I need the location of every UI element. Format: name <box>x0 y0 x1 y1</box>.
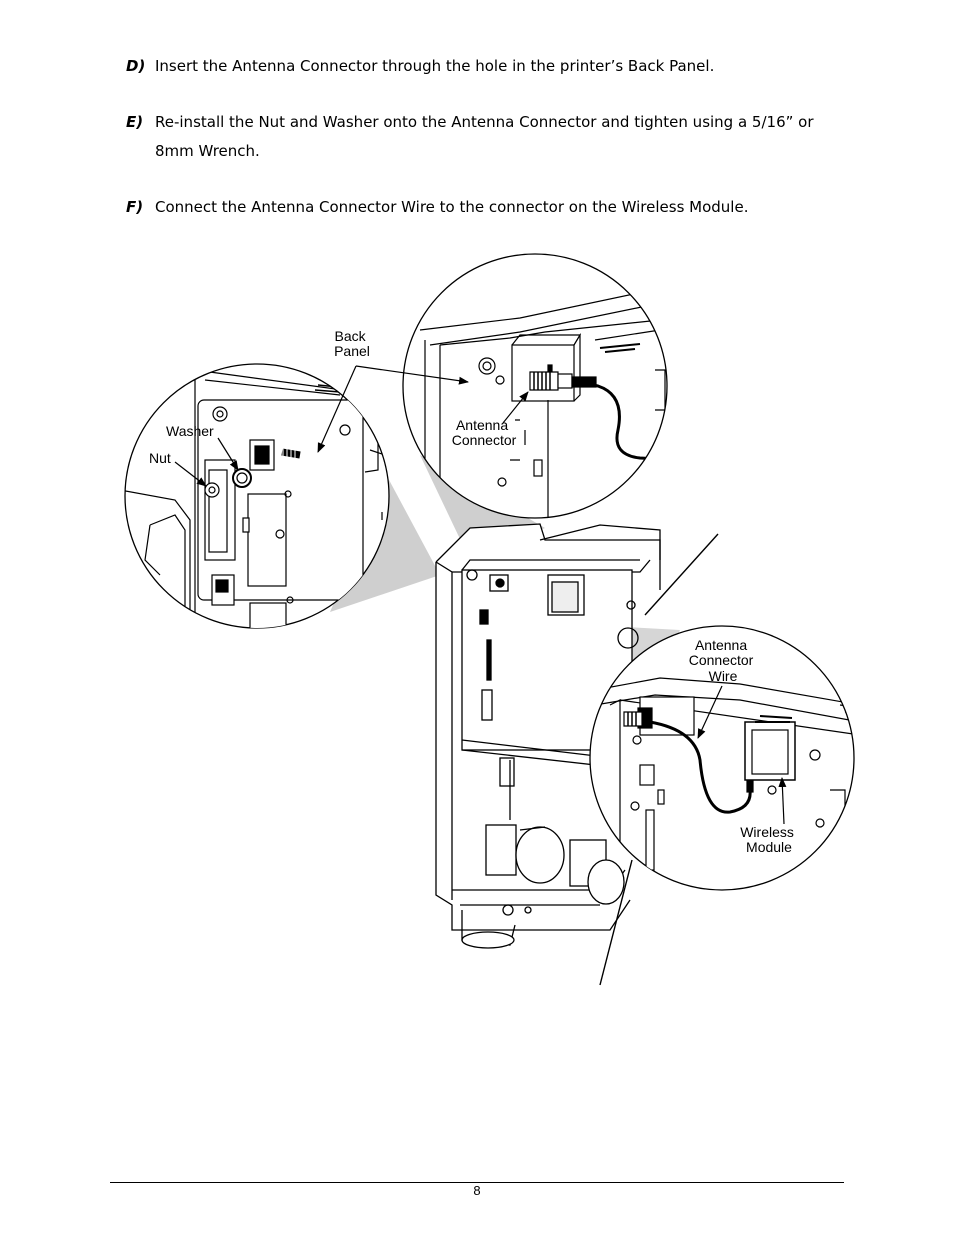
zoom-leader-line <box>599 859 633 986</box>
detail-circle-back-panel <box>402 253 668 519</box>
callout-nut: Nut <box>149 450 171 466</box>
callout-leaders <box>174 365 787 825</box>
step-d: D) Insert the Antenna Connector through … <box>126 52 838 81</box>
zoom-leader-line <box>644 533 719 616</box>
callout-antenna-connector-wire: Antenna Connector Wire <box>689 637 757 684</box>
callout-back-panel: Back Panel <box>334 328 370 359</box>
callout-washer: Washer <box>166 423 214 439</box>
callout-wireless-module: Wireless Module <box>740 824 798 855</box>
step-letter: D) <box>126 57 146 75</box>
step-text: Re-install the Nut and Washer onto the A… <box>155 113 814 160</box>
step-text: Insert the Antenna Connector through the… <box>155 57 715 75</box>
detail-circle-wireless-module <box>589 625 855 891</box>
detail-circle-washer-nut <box>124 363 390 629</box>
step-e: E) Re-install the Nut and Washer onto th… <box>126 108 838 166</box>
step-letter: E) <box>126 113 144 131</box>
step-text: Connect the Antenna Connector Wire to th… <box>155 198 749 216</box>
page-number: 8 <box>473 1183 481 1198</box>
step-letter: F) <box>126 198 144 216</box>
callout-antenna-connector: Antenna Connector <box>452 417 517 448</box>
step-f: F) Connect the Antenna Connector Wire to… <box>126 193 838 222</box>
footer-rule <box>110 1182 844 1183</box>
